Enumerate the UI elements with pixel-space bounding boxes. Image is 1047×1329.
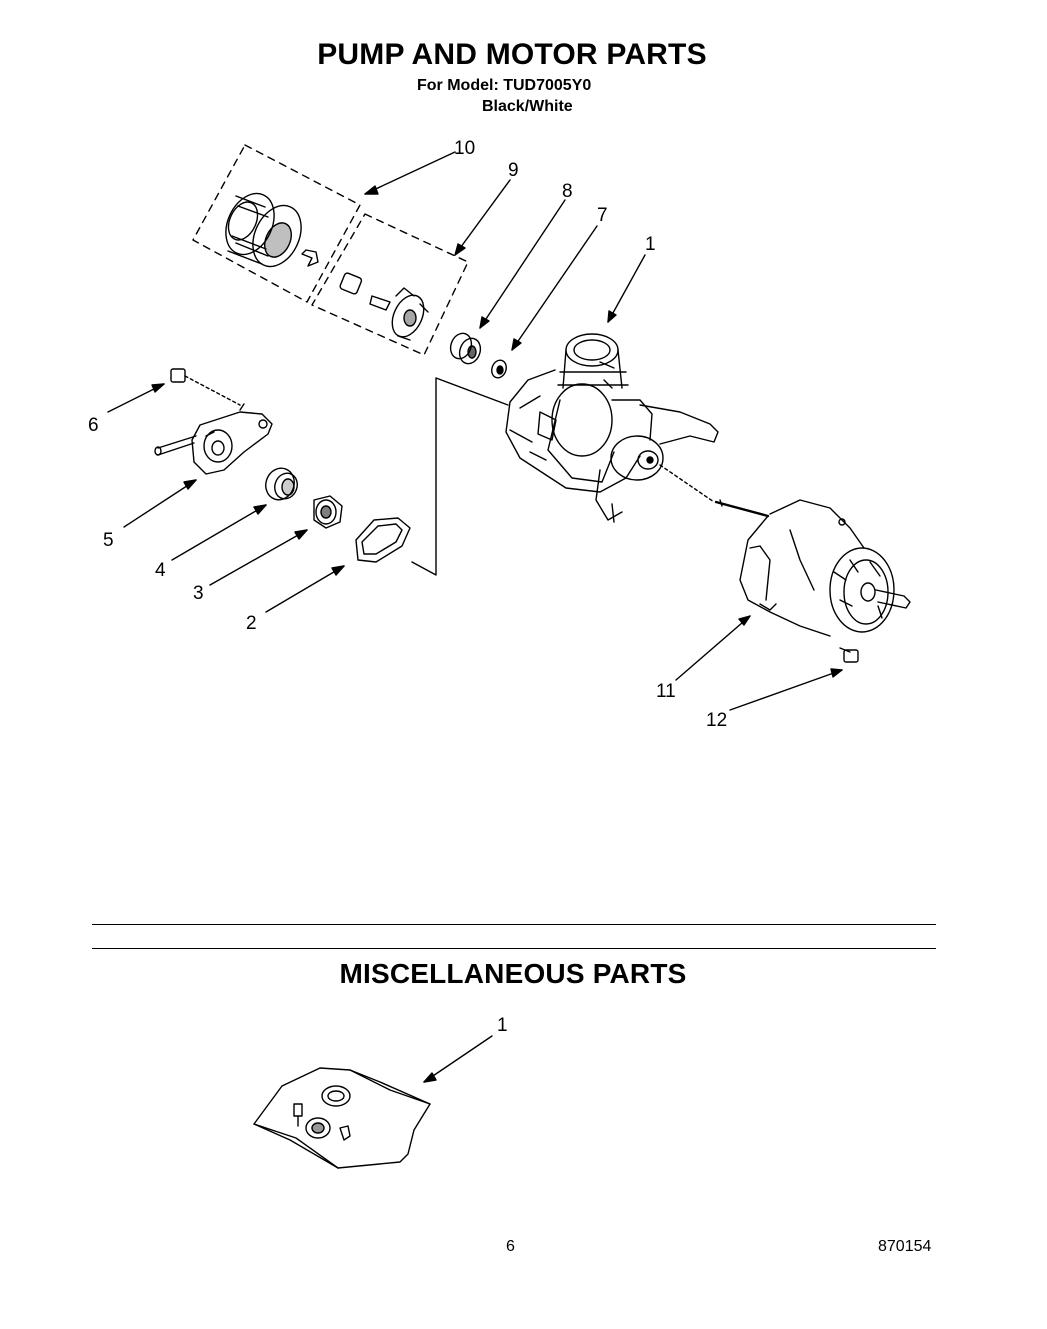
document-number: 870154 — [878, 1238, 932, 1255]
color-line: Black/White — [482, 98, 573, 115]
callout-2: 2 — [246, 613, 257, 634]
callout-1: 1 — [645, 234, 656, 255]
model-line: For Model: TUD7005Y0 — [417, 77, 592, 94]
misc-callout-1: 1 — [497, 1015, 508, 1036]
part-11-motor — [716, 500, 910, 636]
leader-lines — [108, 152, 842, 710]
part-9-impeller — [339, 272, 430, 342]
divider-top — [92, 924, 936, 925]
callout-6: 6 — [88, 415, 99, 436]
divider-bottom — [92, 948, 936, 949]
callout-11: 11 — [656, 681, 676, 702]
callout-9: 9 — [508, 160, 519, 181]
part-4-ring — [261, 464, 300, 504]
callout-12: 12 — [706, 710, 728, 731]
part-2-oring — [356, 518, 410, 562]
callout-3: 3 — [193, 583, 204, 604]
hardware-bag — [254, 1036, 492, 1168]
callout-5: 5 — [103, 530, 114, 551]
part-7-washer — [489, 358, 508, 380]
callout-4: 4 — [155, 560, 166, 581]
part-10-seal — [217, 186, 318, 275]
callout-10: 10 — [454, 138, 476, 159]
part-12-screw — [840, 648, 858, 662]
part-9-group-box — [312, 214, 468, 355]
part-6-screw — [171, 369, 240, 405]
part-10-group-box — [193, 145, 360, 302]
callout-8: 8 — [562, 181, 573, 202]
part-8-seal — [447, 330, 484, 366]
assembly-line — [412, 378, 508, 575]
part-5-plate — [155, 404, 272, 474]
page-title: PUMP AND MOTOR PARTS — [317, 38, 707, 71]
part-3-seal — [314, 496, 342, 528]
callout-7: 7 — [597, 205, 608, 226]
shaft-line — [660, 465, 714, 502]
page-number: 6 — [506, 1238, 515, 1255]
part-1-pump-housing — [506, 334, 718, 522]
misc-section-title: MISCELLANEOUS PARTS — [339, 958, 687, 989]
